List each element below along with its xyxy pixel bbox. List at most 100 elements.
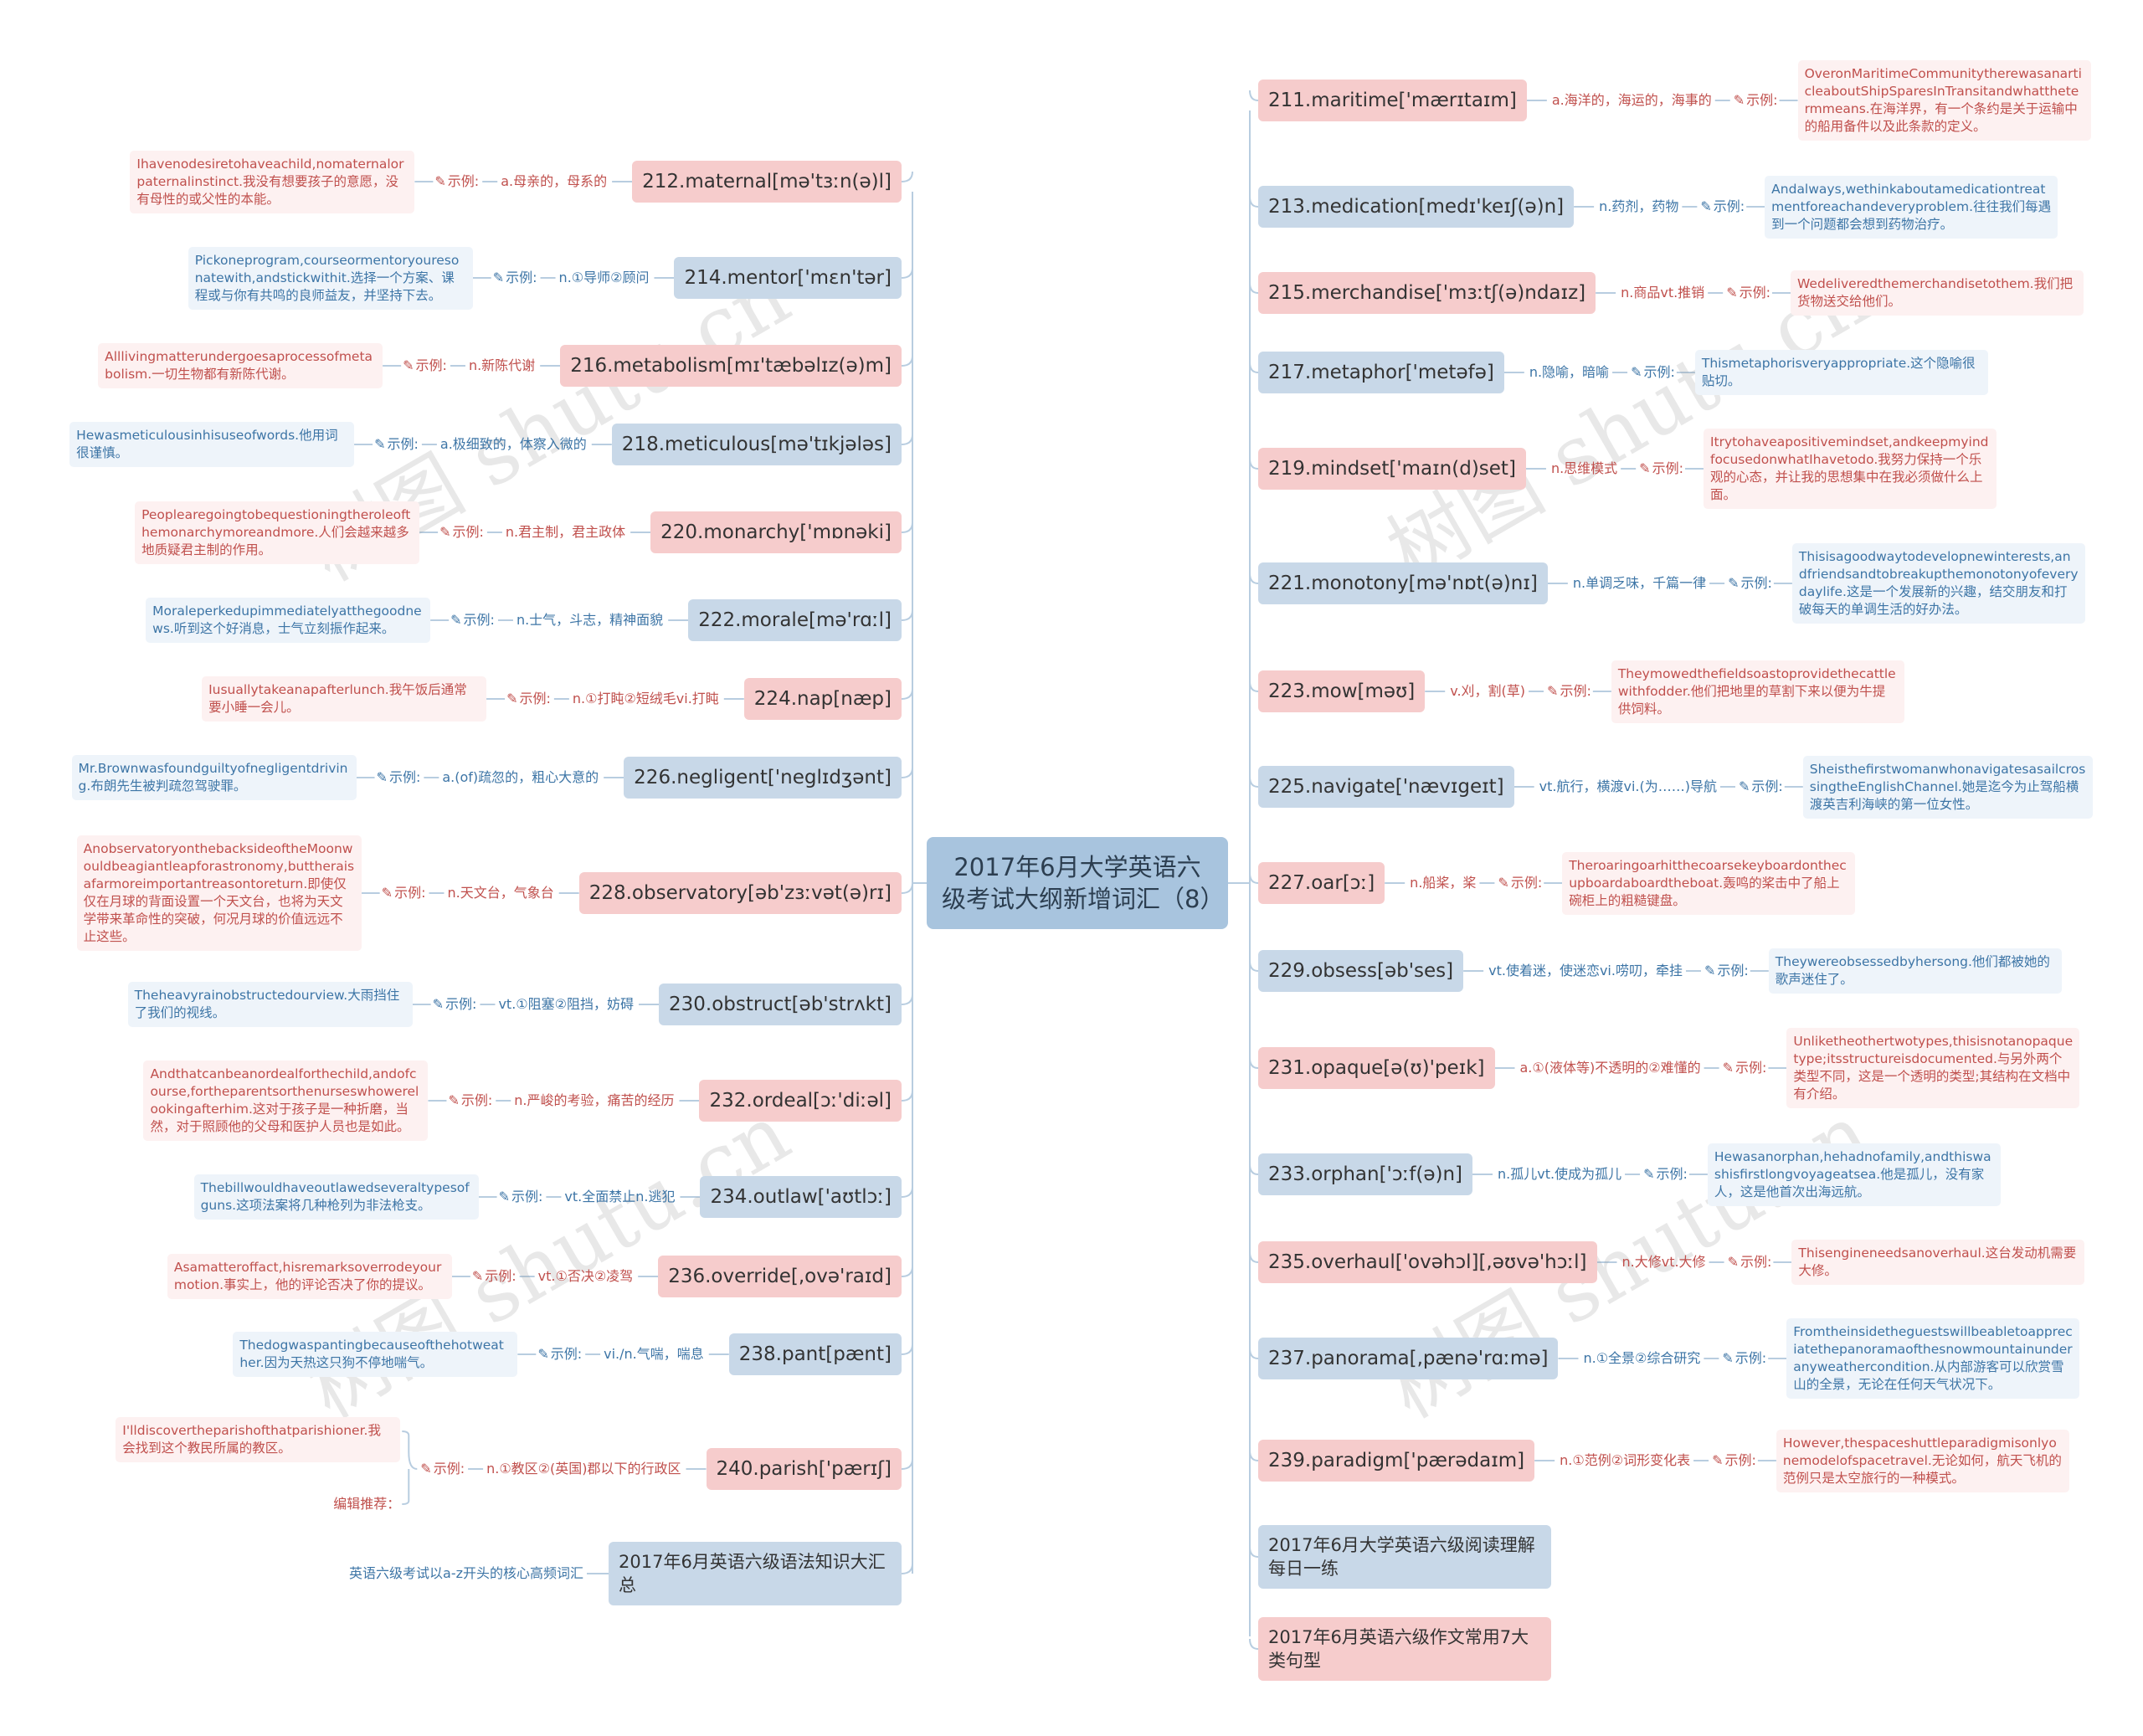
example-sentence: Iusuallytakeanapafterlunch.我午饭后通常要小睡一会儿。 <box>202 676 487 722</box>
word-node[interactable]: 216.metabolism[mɪ'tæbəlɪz(ə)m] <box>560 345 902 387</box>
word-node[interactable]: 232.ordeal[ɔː'diːəl] <box>699 1080 902 1122</box>
connector <box>402 1430 418 1470</box>
example-label-text: 示例: <box>433 1461 465 1477</box>
word-node[interactable]: 233.orphan['ɔːf(ə)n] <box>1258 1153 1473 1195</box>
example-label: ✎示例: <box>1704 958 1749 984</box>
word-node[interactable]: 219.mindset['maɪn(d)set] <box>1258 448 1526 490</box>
example-label-text: 示例: <box>1652 460 1683 476</box>
word-node[interactable]: 236.override[,ovə'raɪd] <box>658 1256 902 1297</box>
pencil-icon: ✎ <box>448 1092 460 1108</box>
example-sentence: Unliketheothertwotypes,thisisnotanopaque… <box>1786 1028 2080 1108</box>
pencil-icon: ✎ <box>432 996 445 1012</box>
example-sentence: Theywereobsessedbyhersong.他们都被她的歌声迷住了。 <box>1768 948 2062 994</box>
example-label: ✎示例: <box>1498 870 1542 896</box>
definition: n.孤儿vt.使成为孤儿 <box>1498 1166 1622 1182</box>
connector <box>901 171 913 182</box>
example-label: ✎示例: <box>1700 193 1745 220</box>
example-label-text: 示例: <box>460 1092 493 1108</box>
connector <box>402 1469 410 1505</box>
word-node[interactable]: 229.obsess[əb'ses] <box>1258 950 1464 992</box>
word-node[interactable]: 231.opaque[ə(ʊ)'peɪk] <box>1258 1047 1495 1089</box>
word-node[interactable]: 225.navigate['nævɪgeɪt] <box>1258 766 1514 808</box>
connector <box>1249 681 1259 692</box>
example-label: ✎示例: <box>1739 773 1783 800</box>
example-sentence: Fromtheinsidetheguestswillbeabletoapprec… <box>1786 1318 2080 1399</box>
word-node[interactable]: 215.merchandise['mɜːtʃ(ə)ndaɪz] <box>1258 272 1596 314</box>
word-node[interactable]: 240.parish['pærɪʃ] <box>706 1448 902 1490</box>
example-sentence: Hewasmeticulousinhisuseofwords.他用词很谨慎。 <box>69 422 355 467</box>
definition: n.①教区②(英国)郡以下的行政区 <box>486 1461 681 1477</box>
word-node[interactable]: 226.negligent['neglɪdʒənt] <box>624 757 902 799</box>
connector <box>1249 196 1259 208</box>
word-node[interactable]: 227.oar[ɔː] <box>1258 862 1385 904</box>
connector <box>901 434 913 445</box>
example-sentence: Peoplearegoingtobequestioningtheroleofth… <box>135 501 420 564</box>
pencil-icon: ✎ <box>498 1189 510 1204</box>
word-node[interactable]: 239.paradigm['pærədaɪm] <box>1258 1440 1535 1482</box>
word-node[interactable]: 234.outlaw['aʊtlɔː] <box>700 1176 902 1218</box>
example-label: ✎示例: <box>403 352 447 379</box>
connector <box>1249 1163 1259 1175</box>
example-sentence: Thismetaphorisveryappropriate.这个隐喻很贴切。 <box>1694 350 1988 395</box>
word-node[interactable]: 223.mow[məʊ] <box>1258 670 1426 712</box>
definition: vt.全面禁止n.逃犯 <box>564 1189 676 1204</box>
definition: a.①(液体等)不透明的②难懂的 <box>1519 1060 1701 1076</box>
word-node[interactable]: 218.meticulous[mə'tɪkjələs] <box>611 424 902 465</box>
root-topic[interactable]: 2017年6月大学英语六级考试大纲新增词汇（8） <box>927 837 1228 929</box>
definition: n.药剂，药物 <box>1599 198 1679 214</box>
example-label: ✎示例: <box>448 1087 492 1114</box>
pencil-icon: ✎ <box>450 612 462 628</box>
word-node[interactable]: 238.pant[pænt] <box>728 1333 902 1375</box>
related-article-link[interactable]: 2017年6月大学英语六级阅读理解每日一练 <box>1258 1525 1551 1589</box>
pencil-icon: ✎ <box>1726 285 1738 300</box>
word-node[interactable]: 235.overhaul['ovəhɔl][,əʊvə'hɔːl] <box>1258 1241 1597 1283</box>
example-label: ✎示例: <box>1547 678 1591 705</box>
definition: vi./n.气喘，喘息 <box>604 1346 704 1362</box>
related-article-link[interactable]: 2017年6月英语六级语法知识大汇总 <box>609 1542 902 1605</box>
example-sentence: Moraleperkedupimmediatelyatthegoodnews.听… <box>146 598 431 643</box>
pencil-icon: ✎ <box>381 885 393 901</box>
example-label: ✎示例: <box>420 1456 465 1482</box>
definition: a.海洋的，海运的，海事的 <box>1551 92 1712 108</box>
word-node[interactable]: 217.metaphor['metəfə] <box>1258 352 1504 393</box>
word-node[interactable]: 220.monarchy['mɒnəki] <box>650 511 902 553</box>
example-sentence: Theroaringoarhitthecoarsekeyboardonthecu… <box>1562 851 1856 915</box>
word-node[interactable]: 213.medication[medɪ'keɪʃ(ə)n] <box>1258 186 1575 228</box>
pencil-icon: ✎ <box>506 691 518 706</box>
word-node[interactable]: 214.mentor['mɛn'tər] <box>674 257 902 299</box>
word-node[interactable]: 230.obstruct[əb'strʌkt] <box>658 984 902 1025</box>
word-node[interactable]: 237.panorama[,pænə'rɑːmə] <box>1258 1338 1559 1379</box>
word-node[interactable]: 221.monotony[mə'nɒt(ə)nɪ] <box>1258 562 1548 604</box>
example-label: ✎示例: <box>1726 280 1770 306</box>
word-node[interactable]: 228.observatory[əb'zɜːvət(ə)rɪ] <box>578 872 902 914</box>
example-label: ✎示例: <box>1639 455 1683 482</box>
word-node[interactable]: 211.maritime['mærɪtaɪm] <box>1258 80 1527 121</box>
example-label: ✎示例: <box>472 1263 516 1290</box>
connector <box>901 1563 913 1574</box>
definition: v.刈，割(草) <box>1450 683 1526 699</box>
definition: n.新陈代谢 <box>468 357 536 373</box>
word-node[interactable]: 224.nap[næp] <box>743 678 902 720</box>
example-label-text: 示例: <box>463 612 495 628</box>
definition: a.(of)疏忽的，粗心大意的 <box>442 769 599 785</box>
example-label-text: 示例: <box>1717 963 1749 978</box>
pencil-icon: ✎ <box>1639 460 1651 476</box>
example-label-text: 示例: <box>388 769 421 785</box>
definition: n.①全景②综合研究 <box>1583 1350 1701 1366</box>
example-label-text: 示例: <box>394 885 426 901</box>
example-label: ✎示例: <box>433 991 477 1018</box>
pencil-icon: ✎ <box>1722 1060 1734 1076</box>
word-node[interactable]: 222.morale[mə'rɑːl] <box>688 599 902 641</box>
pencil-icon: ✎ <box>439 524 451 540</box>
connector <box>1249 960 1259 972</box>
example-label-text: 示例: <box>1740 1254 1772 1270</box>
pencil-icon: ✎ <box>1643 1166 1655 1182</box>
example-sentence: Alllivingmatterundergoesaprocessofmetabo… <box>98 343 383 388</box>
example-label: ✎示例: <box>1728 570 1772 597</box>
definition: n.①导师②顾问 <box>558 270 650 285</box>
example-label-text: 示例: <box>1746 92 1778 108</box>
example-label-text: 示例: <box>511 1189 543 1204</box>
word-node[interactable]: 212.maternal[mə'tɜːn(ə)l] <box>632 161 902 203</box>
related-article-link[interactable]: 2017年6月英语六级作文常用7大类句型 <box>1258 1617 1551 1681</box>
example-sentence: Andthatcanbeanordealforthechild,andofcou… <box>143 1061 429 1141</box>
